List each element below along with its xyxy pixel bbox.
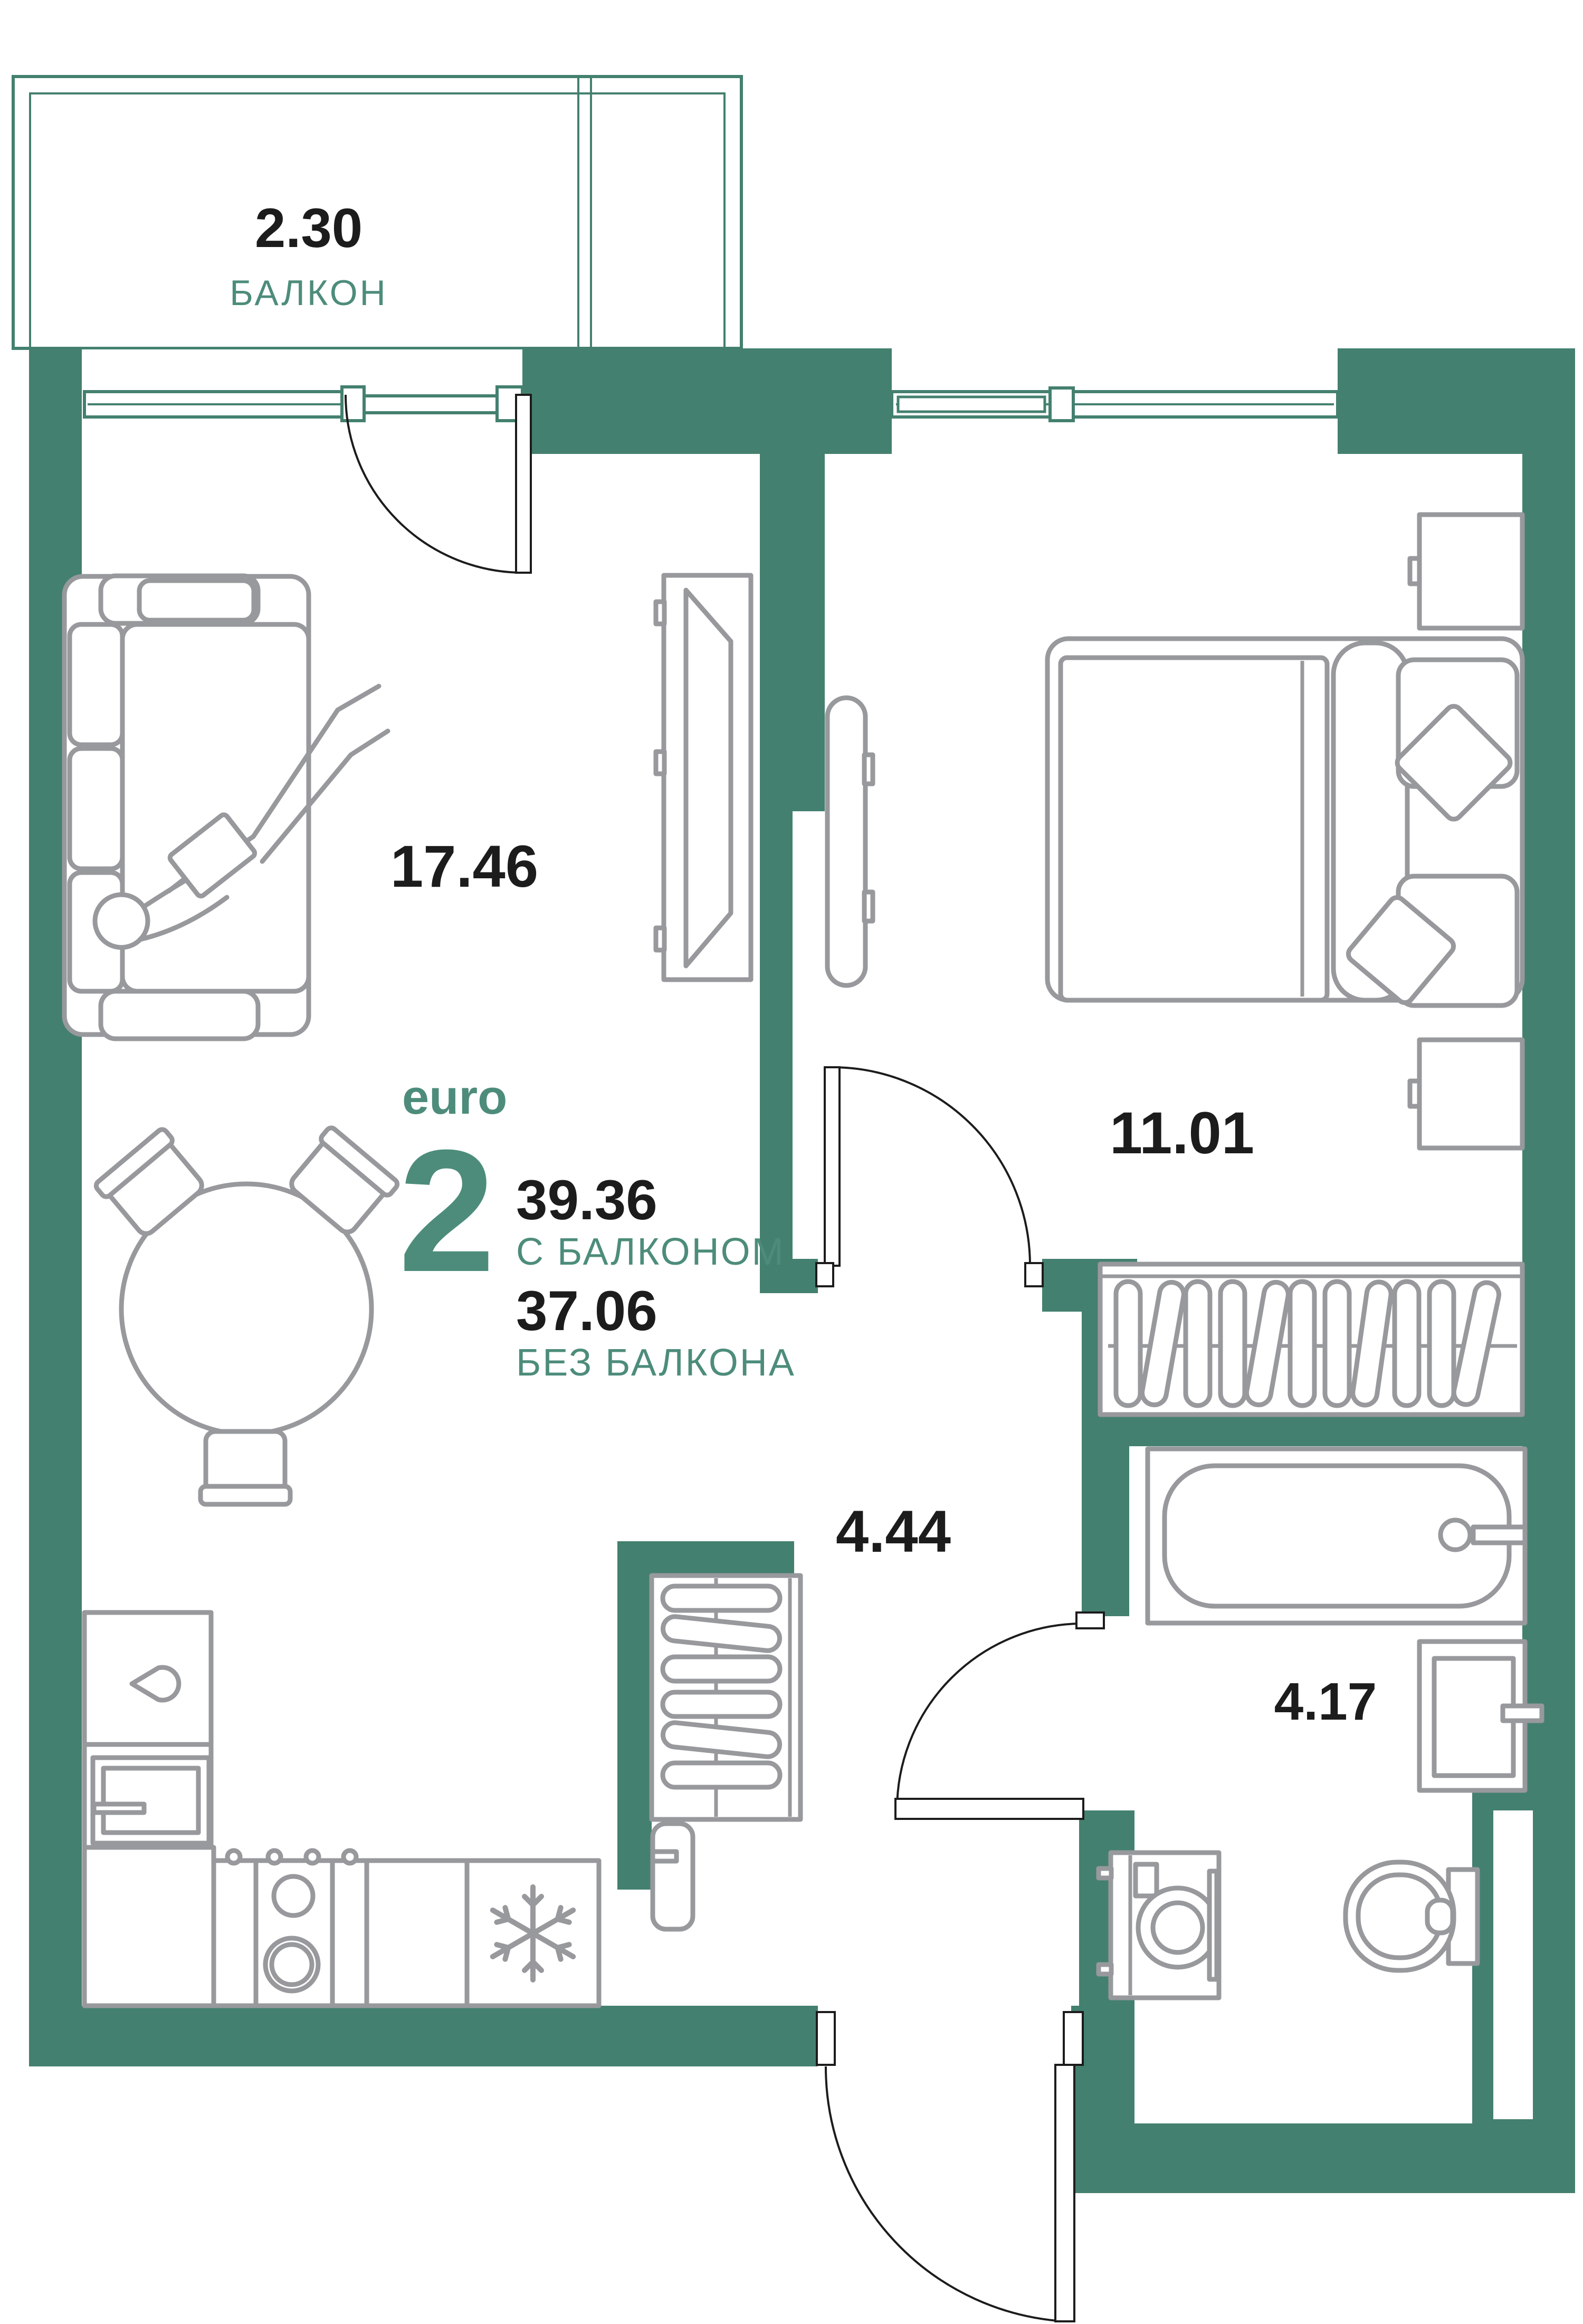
labels: 2.30 БАЛКОН 17.46 11.01 4.44 4.17 euro 2… — [230, 197, 1377, 1731]
summary-block: euro 2 39.36 С БАЛКОНОМ 37.06 БЕЗ БАЛКОН… — [398, 1070, 796, 1384]
washing-machine — [1096, 1850, 1222, 2000]
bathroom-sink — [1417, 1639, 1544, 1793]
shoe-bench — [650, 1821, 695, 1932]
living-area-label: 17.46 — [390, 833, 538, 899]
tv-bedroom — [825, 695, 875, 988]
hall-closet — [649, 1573, 803, 1822]
kitchen-sink — [82, 1742, 214, 1850]
area-with-balcony: 39.36 — [516, 1168, 657, 1231]
balcony-window — [82, 349, 524, 453]
bed — [1045, 636, 1525, 1008]
type-label: euro — [402, 1070, 507, 1124]
bedroom-area-label: 11.01 — [1110, 1100, 1254, 1166]
bedroom-door — [815, 1066, 1044, 1287]
burner-icon — [271, 1874, 316, 1918]
duct-niche — [1493, 1810, 1533, 2119]
nightstand-bottom — [1407, 1037, 1525, 1151]
fridge — [464, 1858, 602, 2008]
small-sink-icon — [129, 1665, 182, 1703]
bedroom-window — [890, 349, 1339, 453]
toilet — [1343, 1860, 1480, 1973]
rooms-count: 2 — [398, 1113, 495, 1308]
kitchen-cabinet-top — [82, 1610, 214, 1747]
balcony-outline — [12, 75, 743, 350]
balcony-door — [345, 394, 532, 574]
bathroom-door — [894, 1611, 1105, 1820]
nightstand-top — [1407, 512, 1525, 631]
faucet-icon — [91, 1801, 147, 1815]
without-balcony-label: БЕЗ БАЛКОНА — [516, 1342, 796, 1384]
kitchen-counter-row — [211, 1848, 470, 2008]
entrance-door — [816, 2011, 1084, 2322]
walls — [29, 348, 1575, 2193]
with-balcony-label: С БАЛКОНОМ — [516, 1231, 785, 1273]
person-on-sofa — [92, 684, 390, 950]
bathroom-area-label: 4.17 — [1274, 1672, 1377, 1731]
snowflake-icon — [490, 1884, 576, 1982]
dining-chairs — [93, 1125, 400, 1507]
area-without-balcony: 37.06 — [516, 1279, 657, 1342]
kitchen-corner-cabinet — [82, 1845, 216, 2008]
bathtub — [1145, 1446, 1528, 1626]
tv-console-living — [653, 573, 754, 982]
balcony-name-label: БАЛКОН — [230, 273, 387, 313]
hangers — [1113, 1279, 1502, 1408]
balcony-area-label: 2.30 — [255, 197, 363, 259]
hallway-area-label: 4.44 — [836, 1498, 951, 1564]
wardrobe-bedroom — [1098, 1261, 1525, 1417]
